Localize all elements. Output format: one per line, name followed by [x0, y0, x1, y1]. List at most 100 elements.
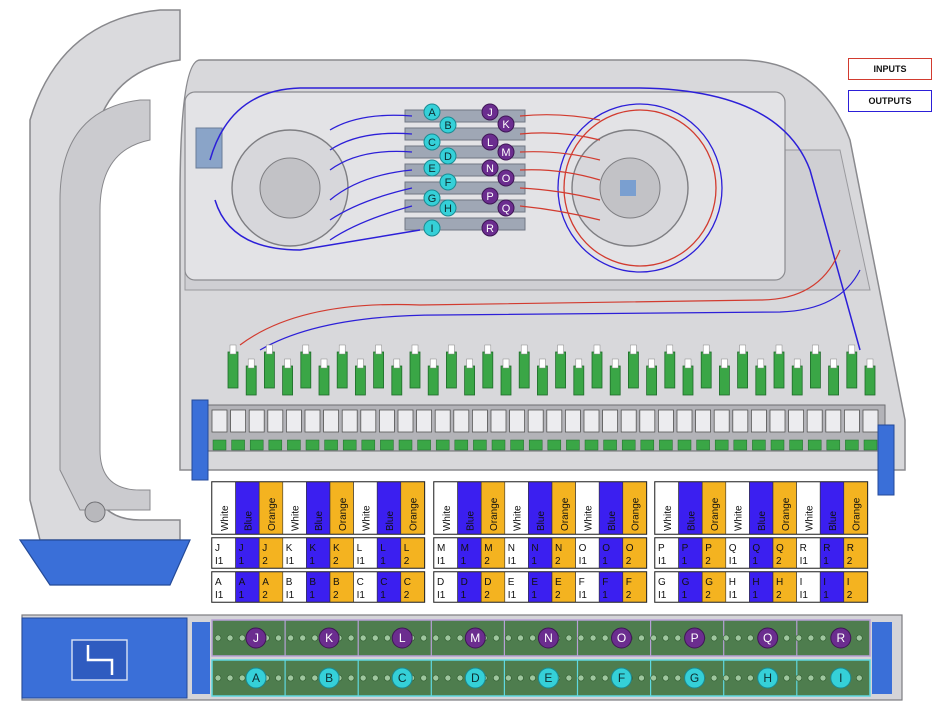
legend-inputs: INPUTS — [848, 58, 932, 80]
bottom-marker-purple: N — [537, 627, 559, 649]
marker-label: E — [428, 163, 435, 175]
bottom-marker-purple: K — [318, 627, 340, 649]
marker-label: H — [444, 203, 452, 215]
bottom-marker-label: Q — [763, 631, 772, 645]
port-slot — [546, 409, 563, 433]
legend-inputs-label: INPUTS — [873, 64, 907, 74]
marker-label: K — [502, 119, 510, 131]
cell-letter: R — [847, 543, 854, 554]
fiber-connector — [409, 344, 421, 389]
cell-index: I1 — [508, 556, 517, 567]
bottom-marker-label: M — [470, 631, 480, 645]
fiber-connector — [573, 358, 585, 396]
cell-index: 2 — [847, 590, 853, 601]
port-slot — [434, 409, 451, 433]
port-slot — [769, 409, 786, 433]
cell-letter: A — [239, 577, 246, 588]
fiber-connector — [537, 358, 548, 396]
cell-letter: O — [626, 543, 634, 554]
fiber-connector — [700, 344, 712, 389]
tray-marker-cyan: F — [439, 173, 457, 191]
cell-index: I1 — [658, 590, 667, 601]
bottom-marker-label: H — [763, 671, 772, 685]
port-slot — [620, 409, 637, 433]
port-slot — [862, 409, 879, 433]
fiber-connector — [300, 344, 312, 389]
port-slot — [565, 409, 581, 433]
cell-index: 2 — [484, 590, 490, 601]
port-slot — [825, 409, 842, 433]
fiber-connector — [336, 344, 348, 389]
port-connector — [826, 439, 841, 451]
cell-letter: H — [776, 577, 783, 588]
bottom-marker-cyan: B — [318, 667, 340, 689]
fiber-connector — [445, 344, 457, 389]
cell-letter: P — [658, 543, 665, 554]
bottom-marker-label: R — [836, 631, 845, 645]
color-cell-label: Blue — [314, 511, 325, 531]
bottom-marker-purple: Q — [757, 627, 779, 649]
tray-marker-purple: K — [497, 115, 515, 133]
fiber-connector — [482, 344, 494, 389]
cell-letter: N — [531, 543, 538, 554]
fiber-connector — [464, 358, 476, 396]
port-connector — [324, 439, 338, 451]
port-connector — [621, 439, 636, 451]
cell-index: I1 — [579, 556, 588, 567]
port-slot — [230, 409, 247, 433]
port-connector — [528, 439, 543, 451]
bottom-marker-label: L — [399, 631, 406, 645]
cell-letter: I — [847, 577, 850, 588]
port-slot — [695, 409, 711, 433]
legend-outputs: OUTPUTS — [848, 90, 932, 112]
fiber-connector — [828, 358, 839, 396]
port-connector — [789, 439, 803, 451]
color-cell-label: Blue — [536, 511, 547, 531]
bottom-marker-cyan: A — [245, 667, 267, 689]
cell-letter: E — [531, 577, 538, 588]
color-cell-label: White — [361, 505, 372, 531]
marker-label: C — [428, 137, 436, 149]
tray-marker-purple: N — [481, 159, 499, 177]
tray-marker-purple: L — [481, 133, 499, 151]
marker-label: Q — [502, 203, 511, 215]
tray-marker-cyan: H — [439, 199, 457, 217]
cell-index: 1 — [823, 590, 829, 601]
cell-letter: H — [729, 577, 736, 588]
marker-label: F — [445, 177, 452, 189]
fiber-connector — [773, 344, 785, 389]
port-connector — [845, 439, 859, 451]
cell-letter: M — [461, 543, 469, 554]
marker-label: I — [430, 223, 433, 235]
port-connector — [380, 439, 394, 451]
port-connector — [454, 439, 469, 451]
lower-cell — [400, 571, 425, 603]
color-cell-label: Orange — [781, 497, 792, 531]
cell-index: I1 — [286, 590, 295, 601]
marker-label: B — [444, 120, 451, 132]
tray-marker-purple: O — [497, 169, 515, 187]
cell-letter: F — [626, 577, 632, 588]
cell-letter: Q — [729, 543, 737, 554]
cell-index: 2 — [555, 556, 561, 567]
cell-letter: K — [286, 543, 293, 554]
cell-index: I1 — [437, 590, 446, 601]
fiber-connector — [318, 358, 330, 396]
port-connector — [752, 439, 766, 451]
cell-letter: N — [555, 543, 562, 554]
cell-index: 1 — [602, 590, 608, 601]
port-connector — [361, 439, 376, 451]
cell-letter: B — [309, 577, 316, 588]
color-cell — [400, 481, 425, 535]
port-slot — [788, 409, 804, 433]
cell-letter: P — [682, 543, 689, 554]
cell-index: 1 — [682, 590, 688, 601]
cell-letter: A — [215, 577, 222, 588]
port-connector — [435, 439, 450, 451]
cell-index: 1 — [461, 590, 467, 601]
fiber-connector — [263, 344, 275, 389]
cell-letter: C — [357, 577, 364, 588]
cell-letter: J — [239, 543, 244, 554]
